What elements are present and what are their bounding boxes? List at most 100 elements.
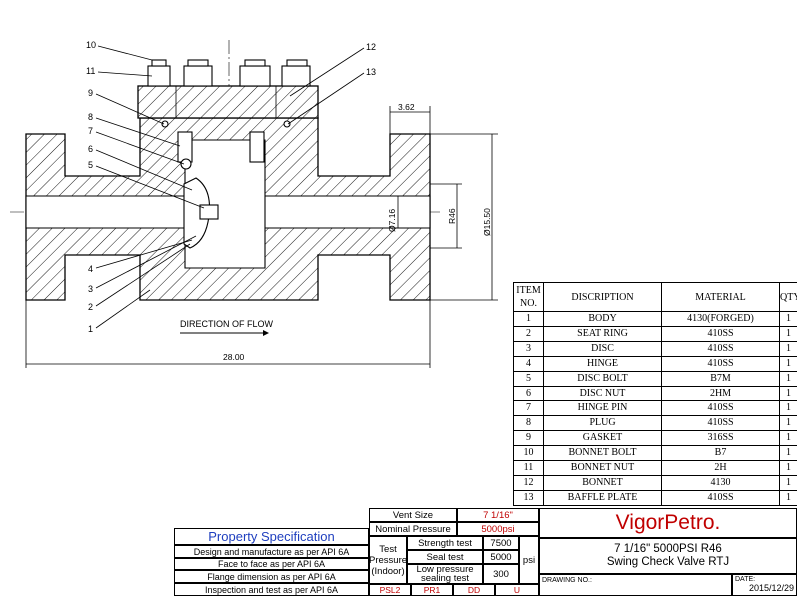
disc-assembly <box>161 120 291 249</box>
parts-cell-material: 4130 <box>661 474 780 491</box>
callout-labels: 10 11 9 8 7 6 5 4 3 2 1 12 13 <box>86 40 376 334</box>
parts-cell-qty: 1 <box>779 445 797 462</box>
property-spec-title: Property Specification <box>174 528 369 545</box>
svg-text:Ø15.50: Ø15.50 <box>482 208 492 236</box>
parts-cell-material: 316SS <box>661 430 780 447</box>
parts-cell-qty: 1 <box>779 340 797 357</box>
svg-text:3: 3 <box>88 284 93 294</box>
parts-cell-description: HINGE PIN <box>543 400 662 417</box>
code-pr: PR1 <box>411 584 453 596</box>
parts-cell-qty: 1 <box>779 400 797 417</box>
product-line-1: 7 1/16" 5000PSI R46 <box>614 543 722 555</box>
parts-cell-item-no: 10 <box>513 445 544 462</box>
parts-cell-qty: 1 <box>779 489 797 506</box>
svg-text:12: 12 <box>366 42 376 52</box>
svg-text:9: 9 <box>88 88 93 98</box>
parts-cell-description: PLUG <box>543 415 662 432</box>
parts-cell-description: DISC <box>543 340 662 357</box>
parts-cell-description: GASKET <box>543 430 662 447</box>
parts-cell-qty: 1 <box>779 325 797 342</box>
svg-text:1: 1 <box>88 324 93 334</box>
svg-text:7: 7 <box>88 126 93 136</box>
col-description: DISCRIPTION <box>543 282 662 312</box>
parts-cell-item-no: 1 <box>513 311 544 327</box>
parts-cell-material: 410SS <box>661 415 780 432</box>
parts-cell-material: 2HM <box>661 385 780 402</box>
parts-cell-description: DISC BOLT <box>543 370 662 387</box>
vent-size-value: 7 1/16" <box>457 508 539 522</box>
code-dd: DD <box>453 584 495 596</box>
parts-cell-description: BONNET NUT <box>543 460 662 476</box>
parts-cell-description: BODY <box>543 311 662 327</box>
low-pressure-label: Low pressure sealing test <box>407 564 483 584</box>
parts-cell-qty: 1 <box>779 311 797 327</box>
code-psl: PSL2 <box>369 584 411 596</box>
col-qty: QTY <box>779 282 797 312</box>
parts-cell-qty: 1 <box>779 355 797 372</box>
parts-cell-item-no: 2 <box>513 325 544 342</box>
svg-text:28.00: 28.00 <box>223 352 245 362</box>
svg-text:Ø7.16: Ø7.16 <box>387 209 397 232</box>
flow-direction-label: DIRECTION OF FLOW <box>180 319 274 329</box>
parts-cell-material: 410SS <box>661 340 780 357</box>
parts-cell-material: 2H <box>661 460 780 476</box>
parts-cell-description: DISC NUT <box>543 385 662 402</box>
dimensions: 3.62 28.00 Ø7.16 R46 Ø15.50 <box>25 102 498 368</box>
date-box: DATE: 2015/12/29 <box>732 574 797 596</box>
parts-cell-item-no: 12 <box>513 474 544 491</box>
parts-cell-item-no: 7 <box>513 400 544 417</box>
spec-line: Design and manufacture as per API 6A <box>174 545 369 558</box>
spec-line: Face to face as per API 6A <box>174 558 369 570</box>
parts-cell-description: SEAT RING <box>543 325 662 342</box>
parts-cell-description: HINGE <box>543 355 662 372</box>
parts-cell-material: 410SS <box>661 355 780 372</box>
parts-cell-item-no: 11 <box>513 460 544 476</box>
svg-text:R46: R46 <box>447 208 457 224</box>
test-pressure-label: Test Pressure (Indoor) <box>369 536 407 584</box>
svg-text:5: 5 <box>88 160 93 170</box>
parts-cell-material: B7M <box>661 370 780 387</box>
svg-text:8: 8 <box>88 112 93 122</box>
parts-cell-qty: 1 <box>779 430 797 447</box>
parts-cell-item-no: 3 <box>513 340 544 357</box>
strength-test-value: 7500 <box>483 536 519 550</box>
parts-cell-item-no: 4 <box>513 355 544 372</box>
nominal-pressure-label: Nominal Pressure <box>369 522 457 536</box>
parts-cell-qty: 1 <box>779 385 797 402</box>
parts-cell-item-no: 6 <box>513 385 544 402</box>
parts-cell-qty: 1 <box>779 474 797 491</box>
date-value: 2015/12/29 <box>748 583 794 593</box>
product-line-2: Swing Check Valve RTJ <box>606 556 730 568</box>
col-material: MATERIAL <box>661 282 780 312</box>
svg-text:10: 10 <box>86 40 96 50</box>
bonnet <box>137 85 319 119</box>
date-label: DATE: <box>735 576 756 583</box>
parts-cell-item-no: 13 <box>513 489 544 506</box>
seal-test-label: Seal test <box>407 550 483 564</box>
parts-cell-material: 410SS <box>661 325 780 342</box>
parts-cell-description: BAFFLE PLATE <box>543 489 662 506</box>
parts-cell-qty: 1 <box>779 370 797 387</box>
parts-cell-item-no: 5 <box>513 370 544 387</box>
vent-size-label: Vent Size <box>369 508 457 522</box>
svg-text:2: 2 <box>88 302 93 312</box>
parts-cell-material: 410SS <box>661 400 780 417</box>
title-block: Property Specification Design and manufa… <box>174 508 797 596</box>
seal-test-value: 5000 <box>483 550 519 564</box>
col-item: ITEM NO. <box>513 282 544 312</box>
parts-cell-material: 410SS <box>661 489 780 506</box>
parts-cell-qty: 1 <box>779 460 797 476</box>
parts-cell-description: BONNET <box>543 474 662 491</box>
